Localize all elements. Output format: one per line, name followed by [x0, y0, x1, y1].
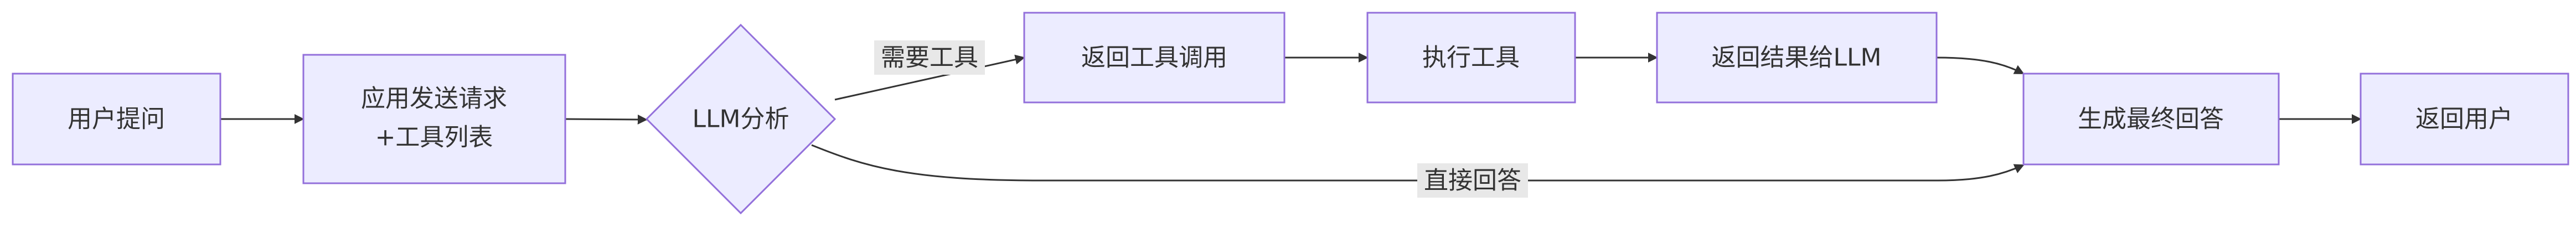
edge-label-direct-answer: 直接回答 [1417, 163, 1528, 198]
edge-return-result-to-generate [1936, 56, 2025, 75]
edge-llm-to-generate-direct [811, 144, 2025, 182]
node-execute-tool: 执行工具 [1366, 12, 1576, 104]
node-return-result-label: 返回结果给LLM [1712, 44, 1882, 72]
node-generate-answer: 生成最终回答 [2022, 73, 2280, 166]
node-app-send-request: 应用发送请求 +工具列表 [302, 54, 566, 184]
node-return-tool-call: 返回工具调用 [1023, 12, 1286, 104]
node-generate-answer-label: 生成最终回答 [2078, 105, 2224, 133]
node-app-send-request-line2: +工具列表 [375, 123, 493, 152]
edge-label-direct-answer-text: 直接回答 [1424, 167, 1521, 195]
edge-label-need-tool: 需要工具 [874, 40, 985, 75]
edge-llm-to-return-tool-call [834, 54, 1025, 101]
node-execute-tool-label: 执行工具 [1422, 44, 1520, 72]
edge-app-to-llm [565, 114, 648, 125]
node-return-tool-call-label: 返回工具调用 [1081, 44, 1227, 72]
node-return-user-label: 返回用户 [2415, 105, 2513, 133]
node-user-question-label: 用户提问 [68, 105, 165, 133]
node-llm-analyze-label: LLM分析 [693, 105, 789, 133]
edge-label-need-tool-text: 需要工具 [881, 44, 978, 72]
edges [220, 53, 2362, 182]
node-app-send-request-line1: 应用发送请求 [361, 85, 507, 113]
node-return-user: 返回用户 [2360, 73, 2569, 166]
node-user-question: 用户提问 [12, 73, 221, 166]
node-return-result: 返回结果给LLM [1656, 12, 1938, 104]
node-llm-analyze: LLM分析 [645, 23, 837, 215]
